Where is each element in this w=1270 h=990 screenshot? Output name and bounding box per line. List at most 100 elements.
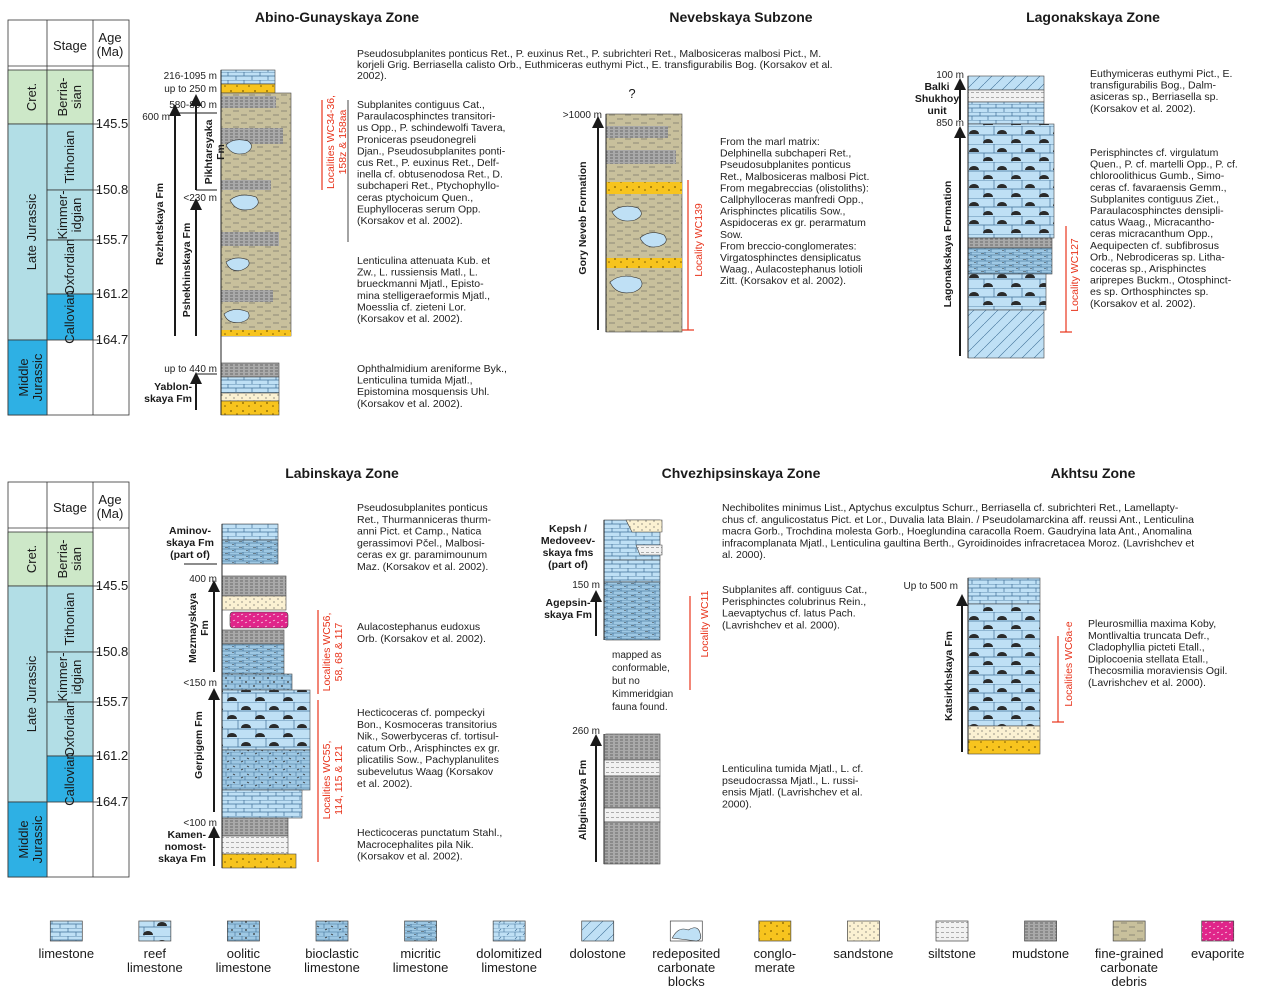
text-line: Sow.: [720, 229, 743, 241]
carbonate-block: [225, 139, 252, 155]
thickness-label: up to 440 m: [164, 364, 217, 375]
bed-mudstone: [603, 733, 661, 761]
text-line: Aspidoceras ex gr. perarmatum: [720, 217, 866, 229]
text-line: Thecosmilia moraviensis Ogil.: [1088, 665, 1227, 677]
stage-cell: [46, 701, 94, 757]
locality-label: Localities WC34-36,158z & 158aa: [325, 95, 349, 189]
bed-mudstone: [606, 126, 668, 138]
legend-item-sandstone: sandstone: [833, 920, 893, 961]
bed-conglomerate: [606, 182, 682, 194]
thickness-label: <150 m: [183, 678, 217, 689]
thickness-label: 150 m: [572, 580, 600, 591]
text-line: Pseudosubplanites ponticus Ret., P. euxi…: [357, 48, 821, 60]
bed-fine-grained-debris: [605, 113, 683, 333]
text-line: et al. 2002).: [357, 778, 412, 790]
locality-label: Localities WC55,114, 115 & 121: [321, 741, 345, 820]
text-line: ceras micracanthum Opp.,: [1090, 228, 1213, 240]
thickness-label: 260 m: [572, 726, 600, 737]
bed-evaporite: [229, 611, 289, 629]
age-tick-label: 150.8: [96, 182, 129, 197]
locality-label: Locality WC11: [699, 590, 711, 657]
text-line: es sp. Orthosphinctes sp.: [1090, 286, 1208, 298]
text-line: Zitt. (Korsakov et al. 2002).: [720, 275, 846, 287]
thickness-label: Up to 500 m: [904, 581, 958, 592]
carbonate-block: [223, 309, 250, 323]
bed-mudstone: [221, 96, 276, 108]
text-line: Ophthalmidium areniforme Byk.,: [357, 363, 507, 375]
bed-dolostone: [967, 75, 1045, 91]
stage-label: Berria-sian: [55, 77, 84, 116]
age-header-unit: (Ma): [97, 506, 124, 521]
column-chvez: [602, 519, 663, 865]
text-line: ceras cf. favaraensis Gemm.,: [1090, 182, 1227, 194]
column-akhtsu: [967, 577, 1041, 755]
era-label: Late Jurassic: [24, 193, 39, 270]
stage-label: Tithonian: [62, 131, 77, 184]
formation-label: Agepsin-skaya Fm: [544, 597, 592, 621]
bed-oolitic-limestone: [221, 673, 293, 691]
bed-micritic-limestone: [221, 539, 279, 565]
stage-header: Stage: [53, 500, 87, 515]
evaporite-swatch: [1201, 920, 1235, 942]
era-label: MiddleJurassic: [16, 815, 45, 863]
text-line: chus cf. angulicostatus Pict. et Lor., D…: [722, 514, 1194, 526]
text-line: Waag., Aulacostephanus lotioli: [720, 264, 863, 276]
legend-label: mudstone: [1012, 946, 1069, 961]
text-line: ceras ptychoicum Quen.,: [357, 192, 473, 204]
bed-reef-limestone: [221, 689, 311, 751]
locality-label: Locality WC127: [1069, 238, 1081, 312]
text-line: Hecticoceras cf. pompeckyi: [357, 707, 485, 719]
text-line: Perisphinctes cf. virgulatum: [1090, 147, 1219, 159]
formation-label: Kepsh /Medoveev-skaya fms(part of): [541, 523, 596, 571]
era-cell: [7, 123, 48, 341]
stage-cell: [46, 239, 94, 295]
text-line: Lenticulina attenuata Kub. et: [357, 255, 490, 267]
age-tick-label: 161.2: [96, 286, 129, 301]
formation-label: Albginskaya Fm: [577, 760, 589, 841]
bed-micritic-limestone: [221, 643, 285, 675]
sandstone-swatch: [847, 920, 880, 942]
bed-micritic-limestone: [603, 581, 661, 641]
stage-cell: [46, 755, 94, 803]
siltstone-swatch: [935, 920, 969, 942]
bed-mudstone: [606, 150, 676, 164]
thickness-label: 850 m: [936, 118, 964, 129]
dolostone-swatch: [581, 920, 615, 942]
text-line: Laevaptychus cf. latus Pach.: [722, 608, 856, 620]
text-line: infracomplanata Mjatl., Lenticulina gaul…: [722, 537, 1194, 549]
thickness-label: 580-800 m: [169, 100, 217, 111]
legend-label: dolostone: [570, 946, 626, 961]
text-line: Orb., Nebrodiceras sp. Litha-: [1090, 251, 1225, 263]
text-line: brueckmanni Mjatl., Episto-: [357, 278, 484, 290]
text-line: chloroolithicus Gumb., Simo-: [1090, 170, 1225, 182]
bed-siltstone: [967, 89, 1045, 103]
text-line: Moesslia cf. zieteni Lor.: [357, 301, 466, 313]
legend-label: conglo-merate: [754, 946, 797, 975]
text-line: ariprepes Buckm., Otosphinct-: [1090, 275, 1232, 287]
text-line: cus Ret., P. euxinus Ret., Delf-: [357, 157, 500, 169]
text-line: (Korsakov et al. 2002).: [357, 313, 463, 325]
stage-label: Berria-sian: [55, 539, 84, 578]
formation-label: Kamen-nomost-skaya Fm: [158, 829, 206, 865]
formation-label: Gerpigem Fm: [193, 711, 205, 779]
bed-limestone: [221, 789, 303, 819]
era-cell: [7, 339, 48, 416]
era-cell: [7, 585, 48, 803]
thickness-label: <230 m: [183, 193, 217, 204]
stage-cell: [46, 531, 94, 587]
text-line: Maz. (Korsakov et al. 2002).: [357, 561, 488, 573]
text-line: Pseudosubplanites ponticus: [357, 502, 488, 514]
bed-conglomerate: [220, 400, 280, 416]
thickness-label: 600 m: [142, 112, 170, 123]
text-line: Nechibolites minimus List., Aptychus exc…: [722, 502, 1179, 514]
text-line: Kimmeridgian: [612, 689, 673, 700]
bed-sandstone: [967, 725, 1041, 741]
text-line: Pleurosmillia maxima Koby,: [1088, 618, 1216, 630]
bed-conglomerate: [221, 330, 291, 336]
text-line: korjeli Grig. Berriasella calisto Orb., …: [357, 59, 833, 71]
bed-reef-limestone: [967, 123, 1055, 239]
